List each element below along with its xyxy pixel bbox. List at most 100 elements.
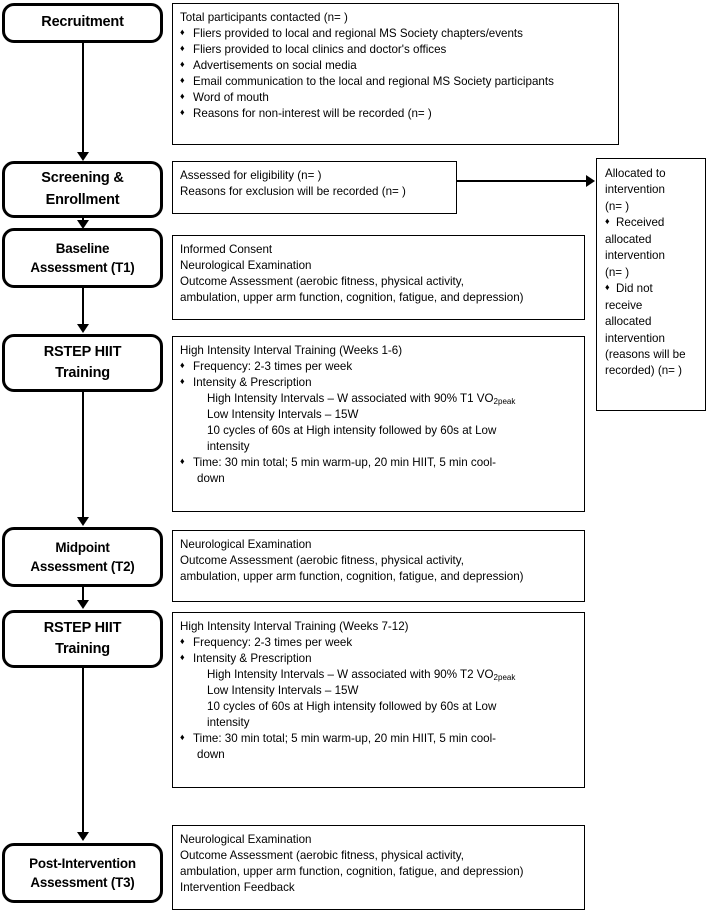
stage-box-baseline-assessment[interactable]: Baseline Assessment (T1) [2, 228, 163, 288]
stage-label-line1: Screening & [41, 170, 124, 187]
vo2peak-subscript: 2peak [493, 396, 516, 406]
midpoint-line: Neurological Examination [180, 538, 312, 551]
stage-label-line1: Midpoint [55, 539, 110, 555]
baseline-line: ambulation, upper arm function, cognitio… [180, 290, 524, 304]
training-bullet-time: ♦ Time: 30 min total; 5 min warm-up, 20 … [180, 731, 576, 747]
arrow-screening-to-baseline [77, 220, 89, 229]
content-box-screening: Assessed for eligibility (n= ) Reasons f… [172, 161, 457, 214]
bullet-text: Frequency: 2-3 times per week [193, 635, 353, 649]
vo2peak-subscript: 2peak [493, 672, 516, 682]
diamond-bullet-icon: ♦ [180, 106, 185, 117]
recruitment-bullet: ♦ Reasons for non-interest will be recor… [180, 106, 610, 122]
arrow-midpoint-to-training2 [77, 600, 89, 609]
training-bullet-time-line2: down [197, 747, 225, 761]
bullet-text: Intensity & Prescription [193, 375, 312, 389]
allocation-line: intervention [605, 331, 665, 345]
bullet-text: Time: 30 min total; 5 min warm-up, 20 mi… [193, 731, 497, 745]
arrow-training2-to-post [77, 832, 89, 841]
diamond-bullet-icon: ♦ [180, 42, 185, 53]
allocation-line: (n= ) [605, 265, 630, 279]
baseline-line: Informed Consent [180, 243, 273, 256]
stage-label-line2: Assessment (T3) [30, 875, 135, 890]
diamond-bullet-icon: ♦ [180, 90, 185, 101]
sub-high-text: High Intensity Intervals – W associated … [207, 391, 494, 405]
training-sub-cycles-line1: 10 cycles of 60s at High intensity follo… [207, 423, 497, 437]
bullet-text: Time: 30 min total; 5 min warm-up, 20 mi… [193, 455, 497, 469]
training-sub-low-intensity: Low Intensity Intervals – 15W [207, 683, 359, 697]
diamond-bullet-icon: ♦ [180, 455, 185, 466]
bullet-text: Word of mouth [193, 90, 269, 104]
stage-label-line1: Baseline [55, 240, 110, 256]
sub-high-text: High Intensity Intervals – W associated … [207, 667, 494, 681]
allocation-line: (n= ) [605, 199, 630, 213]
baseline-line: Neurological Examination [180, 258, 312, 272]
stage-box-rstep-hiit-training-1[interactable]: RSTEP HIIT Training [2, 334, 163, 392]
allocation-line: intervention [605, 183, 665, 197]
training-bullet-frequency: ♦ Frequency: 2-3 times per week [180, 359, 576, 375]
stage-box-post-intervention-assessment[interactable]: Post-Intervention Assessment (T3) [2, 843, 163, 903]
training-sub-cycles-line2: intensity [207, 439, 250, 453]
recruitment-bullet: ♦ Email communication to the local and r… [180, 74, 610, 90]
content-box-post-intervention: Neurological Examination Outcome Assessm… [172, 825, 585, 910]
diamond-bullet-icon: ♦ [180, 731, 185, 742]
bullet-text: Reasons for non-interest will be recorde… [193, 106, 432, 120]
content-box-allocation: Allocated to intervention (n= ) ♦ Receiv… [596, 158, 706, 411]
recruitment-heading: Total participants contacted (n= ) [180, 11, 348, 24]
training-sub-cycles-line2: intensity [207, 715, 250, 729]
training-bullet-time: ♦ Time: 30 min total; 5 min warm-up, 20 … [180, 455, 576, 471]
allocation-bullet-received: ♦ Received [605, 215, 700, 231]
allocation-line: recorded) (n= ) [605, 364, 683, 378]
training-sub-cycles-line1: 10 cycles of 60s at High intensity follo… [207, 699, 497, 713]
stage-box-recruitment[interactable]: Recruitment [2, 3, 163, 43]
training-bullet-frequency: ♦ Frequency: 2-3 times per week [180, 635, 576, 651]
training-bullet-time-line2: down [197, 471, 225, 485]
content-box-training-2: High Intensity Interval Training (Weeks … [172, 612, 585, 788]
post-line: Outcome Assessment (aerobic fitness, phy… [180, 848, 464, 862]
training-bullet-intensity: ♦ Intensity & Prescription [180, 375, 576, 391]
connector-recruitment-to-screening [82, 42, 85, 154]
bullet-text: Did not [616, 282, 653, 296]
recruitment-bullet: ♦ Advertisements on social media [180, 58, 610, 74]
recruitment-bullet: ♦ Fliers provided to local clinics and d… [180, 42, 610, 58]
stage-label-line2: Training [55, 365, 110, 381]
diamond-bullet-icon: ♦ [180, 359, 185, 370]
bullet-text: Advertisements on social media [193, 58, 357, 72]
stage-label-line2: Assessment (T1) [30, 260, 135, 275]
training-sub-low-intensity: Low Intensity Intervals – 15W [207, 407, 359, 421]
training-heading: High Intensity Interval Training (Weeks … [180, 620, 409, 633]
bullet-text: Fliers provided to local clinics and doc… [193, 42, 447, 56]
recruitment-bullet: ♦ Fliers provided to local and regional … [180, 26, 610, 42]
stage-box-screening-enrollment[interactable]: Screening & Enrollment [2, 161, 163, 218]
stage-label-line2: Assessment (T2) [30, 559, 135, 574]
training-sub-high-intensity: High Intensity Intervals – W associated … [180, 391, 576, 407]
stage-box-midpoint-assessment[interactable]: Midpoint Assessment (T2) [2, 527, 163, 587]
stage-label-line1: RSTEP HIIT [43, 343, 122, 360]
diamond-bullet-icon: ♦ [180, 651, 185, 662]
post-line: ambulation, upper arm function, cognitio… [180, 864, 524, 878]
content-box-baseline: Informed Consent Neurological Examinatio… [172, 235, 585, 320]
arrow-screening-to-allocation [586, 175, 595, 187]
midpoint-line: Outcome Assessment (aerobic fitness, phy… [180, 553, 464, 567]
arrow-training1-to-midpoint [77, 517, 89, 526]
stage-label: Recruitment [41, 14, 124, 31]
allocation-line: (reasons will be [605, 347, 686, 361]
connector-training2-to-post [82, 668, 85, 834]
bullet-text: Intensity & Prescription [193, 651, 312, 665]
content-box-training-1: High Intensity Interval Training (Weeks … [172, 336, 585, 512]
allocation-line: receive [605, 298, 643, 312]
diamond-bullet-icon: ♦ [180, 635, 185, 646]
allocation-bullet-did-not-receive: ♦ Did not [605, 281, 700, 297]
training-sub-high-intensity: High Intensity Intervals – W associated … [180, 667, 576, 683]
stage-box-rstep-hiit-training-2[interactable]: RSTEP HIIT Training [2, 610, 163, 668]
diamond-bullet-icon: ♦ [180, 74, 185, 85]
connector-midpoint-to-training2 [82, 586, 85, 603]
content-box-recruitment: Total participants contacted (n= ) ♦ Fli… [172, 3, 619, 145]
diamond-bullet-icon: ♦ [180, 26, 185, 37]
midpoint-line: ambulation, upper arm function, cognitio… [180, 569, 524, 583]
stage-label-line2: Enrollment [45, 191, 120, 208]
bullet-text: Frequency: 2-3 times per week [193, 359, 353, 373]
connector-training1-to-midpoint [82, 391, 85, 519]
diamond-bullet-icon: ♦ [605, 282, 610, 293]
diamond-bullet-icon: ♦ [180, 58, 185, 69]
stage-label-line2: Training [55, 641, 110, 657]
